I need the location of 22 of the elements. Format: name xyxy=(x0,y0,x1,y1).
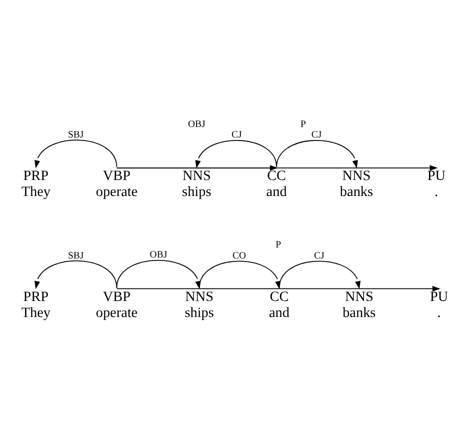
edge-label: SBJ xyxy=(68,250,84,262)
edge-label: SBJ xyxy=(68,130,84,141)
node-text: NNS banks xyxy=(340,168,374,200)
node-text: PRP They xyxy=(21,288,50,321)
node-text: CC and xyxy=(268,288,290,321)
node-text: NNS ships xyxy=(182,168,212,200)
edge-label: P xyxy=(276,240,282,251)
edge-label: CJ xyxy=(314,250,324,262)
node-text: VBP operate xyxy=(96,288,138,321)
edge-label: CJ xyxy=(231,130,242,141)
edge-label: CO xyxy=(232,250,246,262)
edge-label: CJ xyxy=(311,130,322,141)
edge-label: OBJ xyxy=(188,118,206,130)
node-text: NNS banks xyxy=(342,288,376,321)
edge-label: OBJ xyxy=(150,249,168,260)
edge-label: P xyxy=(300,118,306,130)
node-text: PU . xyxy=(430,288,448,321)
node-text: NNS ships xyxy=(184,288,214,321)
node-text: CC and xyxy=(266,168,287,200)
node-text: PRP They xyxy=(21,168,50,200)
node-text: VBP operate xyxy=(96,168,138,200)
node-text: PU . xyxy=(427,168,446,200)
